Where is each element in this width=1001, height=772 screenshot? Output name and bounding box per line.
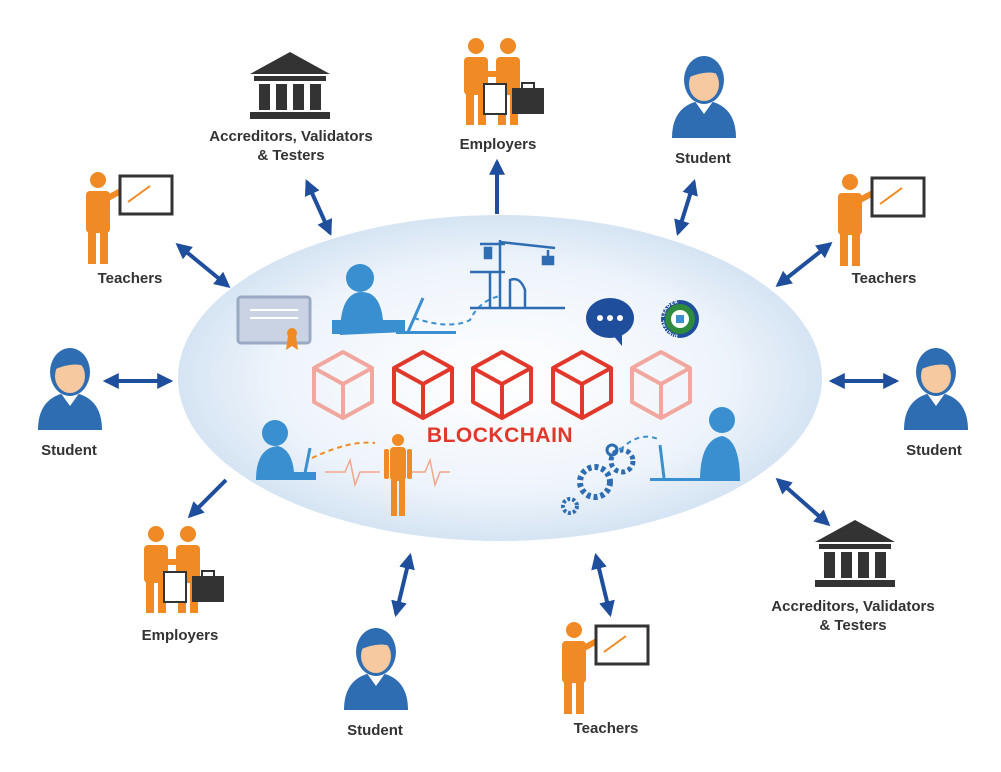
teacher-icon bbox=[562, 622, 648, 714]
employers-handshake-icon bbox=[464, 38, 544, 125]
arrow-accreditors-top bbox=[304, 179, 333, 236]
student-label-right: Student bbox=[906, 442, 962, 459]
gears-icon bbox=[561, 443, 636, 515]
student-icon bbox=[904, 348, 968, 430]
accreditors-label-bottom: Accreditors, Validators & Testers bbox=[771, 597, 934, 635]
arrow-teachers-bottom bbox=[591, 552, 615, 618]
teachers-label-right: Teachers bbox=[851, 270, 917, 287]
digital-leader-badge: DIGITAL LEADER bbox=[660, 299, 699, 339]
teachers-label-bottom: Teachers bbox=[573, 720, 639, 737]
port-crane-icon bbox=[470, 240, 565, 310]
dashed-link bbox=[619, 435, 661, 451]
teachers-label-left: Teachers bbox=[97, 270, 163, 287]
student-icon bbox=[672, 56, 736, 138]
arrow-student-top bbox=[674, 178, 698, 237]
thumbs-up-icon bbox=[676, 315, 684, 323]
label-line: Accreditors, Validators bbox=[209, 128, 373, 145]
student-icon bbox=[38, 348, 102, 430]
certificate-icon bbox=[236, 295, 312, 350]
label-line: & Testers bbox=[819, 617, 887, 634]
chat-bubble-icon bbox=[586, 298, 634, 346]
institution-icon bbox=[815, 520, 895, 587]
student-icon bbox=[344, 628, 408, 710]
teacher-icon bbox=[838, 174, 924, 266]
employers-handshake-icon bbox=[144, 526, 224, 613]
accreditors-label-top: Accreditors, Validators & Testers bbox=[209, 127, 372, 165]
arrow-teachers-left bbox=[175, 242, 231, 289]
human-body-icon bbox=[384, 434, 412, 516]
arrow-student-bottom bbox=[391, 552, 415, 618]
student-label-left: Student bbox=[41, 442, 97, 459]
worker-at-laptop-icon bbox=[332, 264, 456, 335]
arrow-teachers-right bbox=[775, 242, 833, 287]
label-line: & Testers bbox=[257, 147, 325, 164]
label-line: Accreditors, Validators bbox=[771, 598, 935, 615]
teacher-icon bbox=[86, 172, 172, 264]
heartbeat-line bbox=[325, 457, 450, 488]
connection-arrows bbox=[102, 158, 900, 618]
woman-at-laptop-icon bbox=[650, 407, 740, 481]
blockchain-title: BLOCKCHAIN bbox=[426, 424, 574, 447]
dashed-link bbox=[311, 441, 376, 459]
employers-label-bottom: Employers bbox=[141, 627, 219, 644]
student-label-top: Student bbox=[675, 150, 731, 167]
employers-label-top: Employers bbox=[459, 136, 537, 153]
patient-at-laptop-icon bbox=[256, 420, 316, 480]
institution-icon bbox=[250, 52, 330, 119]
arrow-accreditors-bottom bbox=[775, 477, 831, 527]
student-label-bottom: Student bbox=[347, 722, 403, 739]
arrow-employers-bottom bbox=[187, 478, 228, 519]
